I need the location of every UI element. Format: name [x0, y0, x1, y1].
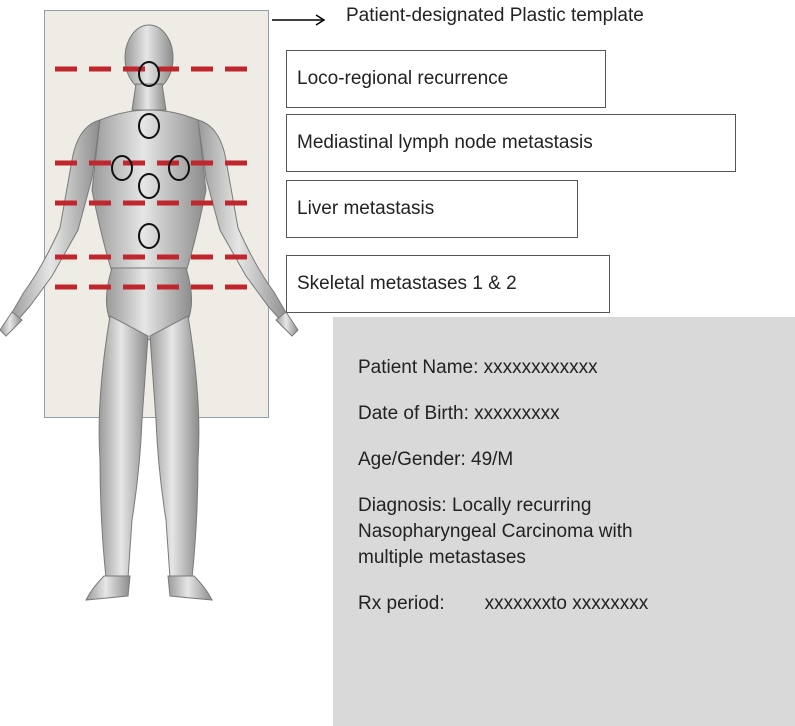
site-box-mediastinal: Mediastinal lymph node metastasis	[286, 114, 736, 172]
site-box-liver: Liver metastasis	[286, 180, 578, 238]
template-label: Patient-designated Plastic template	[346, 5, 644, 27]
rx-period-label: Rx period:	[358, 593, 445, 614]
date-of-birth: Date of Birth: xxxxxxxxx	[358, 401, 795, 427]
patient-info-panel: Patient Name: xxxxxxxxxxxx Date of Birth…	[333, 317, 795, 726]
diagnosis-line-3: multiple metastases	[358, 547, 526, 568]
rx-period: Rx period: xxxxxxxto xxxxxxxx	[358, 591, 795, 617]
site-box-locoregional: Loco-regional recurrence	[286, 50, 606, 108]
age-gender: Age/Gender: 49/M	[358, 447, 795, 473]
patient-name: Patient Name: xxxxxxxxxxxx	[358, 355, 795, 381]
human-body-silhouette	[0, 25, 298, 600]
diagnosis-line-2: Nasopharyngeal Carcinoma with	[358, 521, 633, 542]
diagnosis-line-1: Diagnosis: Locally recurring	[358, 495, 591, 516]
site-box-skeletal: Skeletal metastases 1 & 2	[286, 255, 610, 313]
rx-period-value: xxxxxxxto xxxxxxxx	[485, 593, 649, 614]
diagnosis: Diagnosis: Locally recurring Nasopharyng…	[358, 493, 795, 571]
arrow-right-icon	[272, 13, 328, 27]
